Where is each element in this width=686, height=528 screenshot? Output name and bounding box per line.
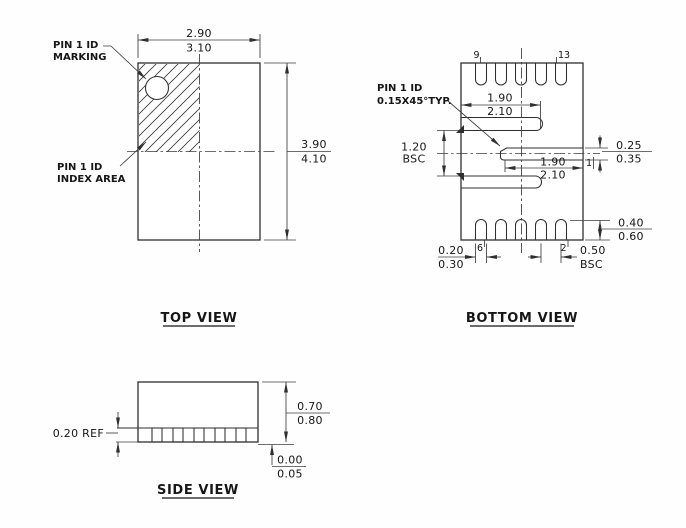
pin1-chamfer-label-line1: PIN 1 ID (377, 83, 422, 94)
pin1-marking-label-line2: MARKING (53, 52, 106, 63)
top-view: 2.90 3.10 3.90 4.10 PIN 1 ID MARKING PIN… (53, 27, 331, 327)
pin1-id-marking-circle (144, 75, 170, 101)
dim-standoff: 0.00 0.05 (258, 444, 306, 481)
bottom-row-pads (474, 219, 568, 240)
dim-standoff-lower: 0.05 (277, 468, 303, 481)
dim-top-body-height: 3.90 4.10 (264, 62, 331, 241)
dim-top-slot-length: 1.90 2.10 (461, 92, 541, 128)
dim-pad-width: 0.20 0.30 (438, 243, 501, 271)
pin1-index-leader-line (119, 141, 147, 167)
pin1-marking-leader-line (103, 45, 147, 80)
dim-pin1-width: 0.25 0.35 (585, 135, 652, 173)
top-view-title: TOP VIEW (161, 311, 238, 327)
pin1-chamfer-leader-line (447, 100, 501, 147)
dim-pad-width-upper: 0.20 (438, 244, 464, 257)
dim-pin1-width-lower: 0.35 (616, 153, 642, 166)
pin-number-callouts: 9 13 1 6 2 (473, 50, 594, 254)
top-row-pads (474, 63, 568, 86)
dim-pad-pitch-value: 0.50 (580, 244, 606, 257)
slot-chamfer-mark-lower (456, 173, 464, 181)
left-side-slots (461, 116, 544, 189)
pin-number-2: 2 (560, 243, 566, 254)
dim-top-slot-lower: 2.10 (487, 105, 513, 118)
dim-lead-thickness: 0.20 REF (53, 412, 138, 457)
top-view-title-text: TOP VIEW (161, 311, 238, 326)
dim-side-body-height: 0.70 0.80 (262, 381, 330, 442)
pin1-index-label-line1: PIN 1 ID (57, 162, 102, 173)
dim-pad-pitch: 0.50 BSC (528, 243, 606, 271)
side-view: 0.20 REF 0.70 0.80 0.00 0.05 SIDE VIEW (53, 381, 330, 499)
side-view-title: SIDE VIEW (157, 483, 239, 499)
pin-number-13: 13 (558, 50, 570, 61)
dim-body-width-upper: 2.90 (186, 27, 212, 40)
dim-row-spacing: 1.20 BSC (401, 130, 459, 177)
dim-row-spacing-value: 1.20 (401, 141, 427, 154)
dim-pad-length: 0.40 0.60 (570, 217, 652, 243)
side-view-title-text: SIDE VIEW (157, 483, 239, 498)
dim-pin1-length: 1.90 2.10 (504, 156, 583, 182)
dim-side-height-lower: 0.80 (297, 414, 323, 427)
bottom-view-title: BOTTOM VIEW (466, 311, 578, 327)
dim-lead-thickness-value: 0.20 REF (53, 427, 104, 440)
bottom-view-title-text: BOTTOM VIEW (466, 311, 578, 326)
side-view-package-outline (137, 381, 259, 443)
bottom-view: 9 13 1 6 2 PIN 1 ID 0.15X45°TYP. 1.90 2.… (377, 48, 652, 327)
dim-body-height-lower: 4.10 (301, 153, 327, 166)
pin-number-1: 1 (586, 158, 592, 169)
dim-standoff-upper: 0.00 (277, 454, 303, 467)
dim-pad-length-lower: 0.60 (618, 230, 644, 243)
pin1-chamfer-callout: PIN 1 ID 0.15X45°TYP. (377, 83, 501, 147)
pin1-index-hatch-area (139, 64, 200, 152)
slot-chamfer-mark-upper (456, 125, 464, 133)
dim-top-body-width: 2.90 3.10 (137, 27, 261, 58)
pin1-index-label-line2: INDEX AREA (57, 174, 126, 185)
pin1-marking-callout: PIN 1 ID MARKING (53, 40, 147, 80)
pin1-index-callout: PIN 1 ID INDEX AREA (57, 141, 147, 185)
dim-pad-pitch-qualifier: BSC (580, 258, 603, 271)
dim-pad-length-upper: 0.40 (618, 217, 644, 230)
pin1-marking-label-line1: PIN 1 ID (53, 40, 98, 51)
dim-pin1-length-upper: 1.90 (540, 156, 566, 169)
dim-pin1-length-lower: 2.10 (540, 169, 566, 182)
side-view-leads (151, 427, 247, 443)
dim-body-height-upper: 3.90 (301, 138, 327, 151)
dim-top-slot-upper: 1.90 (487, 92, 513, 105)
dim-body-width-lower: 3.10 (186, 42, 212, 55)
pin-number-9: 9 (473, 50, 479, 61)
dim-row-spacing-qualifier: BSC (403, 153, 426, 166)
dim-pin1-width-upper: 0.25 (616, 139, 642, 152)
dim-pad-width-lower: 0.30 (438, 258, 464, 271)
dim-side-height-upper: 0.70 (297, 400, 323, 413)
pin-number-6: 6 (477, 243, 483, 254)
pin1-chamfer-label-line2: 0.15X45°TYP. (377, 96, 452, 107)
